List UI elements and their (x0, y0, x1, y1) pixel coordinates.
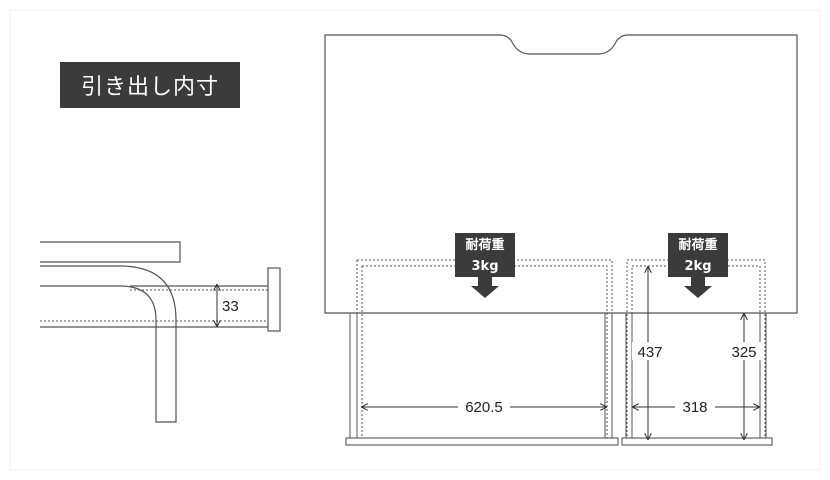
left-load-label: 耐荷重 (465, 237, 504, 253)
right-drawer-base (621, 437, 773, 446)
drawer-front (267, 267, 281, 332)
top-plate (40, 241, 181, 263)
left-load-badge: 耐荷重 3kg (455, 233, 515, 298)
outer-frame (9, 9, 821, 471)
right-width-label: 318 (682, 399, 707, 416)
right-load-value: 2kg (685, 259, 712, 274)
left-width-label-bg (458, 398, 510, 416)
right-inner-height-label-bg (726, 342, 762, 360)
right-outer-height-label-bg (632, 342, 668, 360)
right-load-badge: 耐荷重 2kg (668, 233, 728, 298)
diagram-title: 引き出し内寸 (60, 62, 240, 108)
right-load-arrow-icon (684, 277, 712, 298)
left-drawer (345, 259, 619, 446)
side-profile (40, 241, 281, 423)
right-inner-height-label: 325 (731, 344, 756, 361)
right-width-label-bg (675, 398, 715, 416)
right-outer-height-label: 437 (637, 344, 662, 361)
left-load-arrow-icon (471, 277, 499, 298)
left-load-value: 3kg (472, 259, 499, 274)
right-load-label: 耐荷重 (678, 237, 717, 253)
left-drawer-base (345, 437, 619, 446)
left-width-label: 620.5 (465, 399, 503, 416)
side-height-label: 33 (222, 298, 239, 315)
curved-rail (40, 265, 177, 423)
